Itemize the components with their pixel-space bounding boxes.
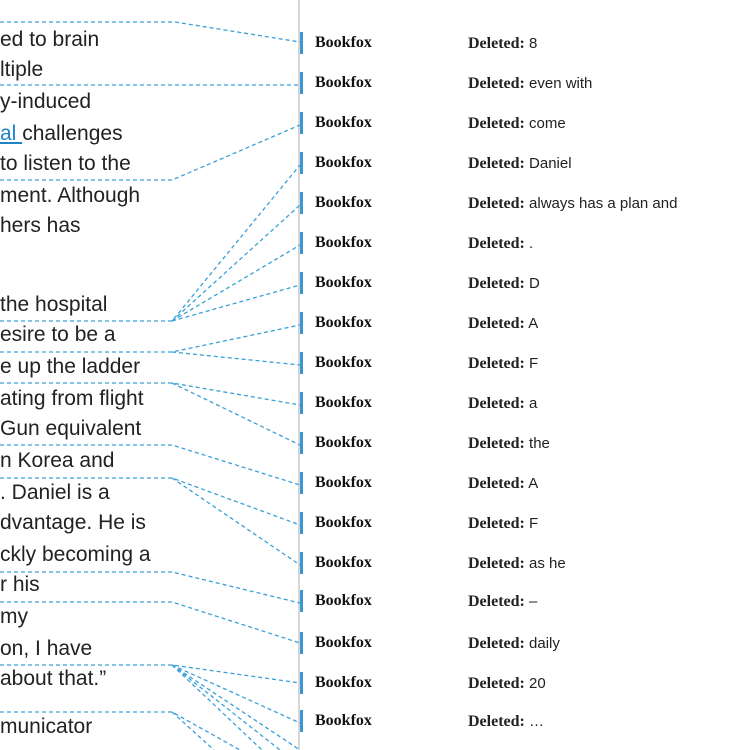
- document-line[interactable]: ment. Although: [0, 184, 141, 207]
- revision-change: Deleted: come: [468, 115, 566, 132]
- revision-author: Bookfox: [315, 394, 372, 411]
- document-line[interactable]: dvantage. He is: [0, 511, 146, 534]
- document-line[interactable]: y-induced: [0, 90, 92, 113]
- balloon-accent-bar: [300, 512, 303, 534]
- revision-balloon[interactable]: Bookfox Deleted: –: [300, 590, 754, 612]
- balloon-accent-bar: [300, 152, 303, 174]
- revision-author: Bookfox: [315, 554, 372, 571]
- revision-balloon[interactable]: Bookfox Deleted: come: [300, 112, 754, 134]
- revision-author: Bookfox: [315, 674, 372, 691]
- revision-author: Bookfox: [315, 514, 372, 531]
- revision-author: Bookfox: [315, 712, 372, 729]
- document-line[interactable]: the hospital: [0, 293, 108, 316]
- balloon-accent-bar: [300, 112, 303, 134]
- revision-author: Bookfox: [315, 274, 372, 291]
- revision-author: Bookfox: [315, 194, 372, 211]
- revision-change: Deleted: A: [468, 475, 539, 492]
- balloon-accent-bar: [300, 232, 303, 254]
- balloon-accent-bar: [300, 472, 303, 494]
- revision-balloon[interactable]: Bookfox Deleted: .: [300, 232, 754, 254]
- revision-change: Deleted: even with: [468, 75, 593, 92]
- document-line[interactable]: [0, 263, 300, 289]
- revision-change: Deleted: F: [468, 515, 539, 532]
- revision-change: Deleted: A: [468, 315, 539, 332]
- revision-balloon[interactable]: Bookfox Deleted: as he: [300, 552, 754, 574]
- revision-balloon[interactable]: Bookfox Deleted: A: [300, 312, 754, 334]
- revision-change: Deleted: …: [468, 713, 545, 730]
- balloon-accent-bar: [300, 272, 303, 294]
- revision-change: Deleted: daily: [468, 635, 560, 652]
- revision-author: Bookfox: [315, 354, 372, 371]
- revision-change: Deleted: .: [468, 235, 534, 252]
- document-line[interactable]: . Daniel is a: [0, 481, 110, 504]
- document-line[interactable]: e up the ladder: [0, 355, 141, 378]
- revision-change: Deleted: always has a plan and: [468, 195, 678, 212]
- revision-balloon[interactable]: Bookfox Deleted: Daniel: [300, 152, 754, 174]
- balloon-accent-bar: [300, 312, 303, 334]
- revision-change: Deleted: 8: [468, 35, 538, 52]
- revision-author: Bookfox: [315, 474, 372, 491]
- revision-change: Deleted: a: [468, 395, 538, 412]
- revision-balloon[interactable]: Bookfox Deleted: 20: [300, 672, 754, 694]
- document-line[interactable]: n Korea and: [0, 449, 115, 472]
- revision-balloon[interactable]: Bookfox Deleted: daily: [300, 632, 754, 654]
- document-line[interactable]: Gun equivalent: [0, 417, 142, 440]
- balloon-accent-bar: [300, 432, 303, 454]
- document-line[interactable]: hers has: [0, 214, 81, 237]
- balloon-accent-bar: [300, 552, 303, 574]
- balloon-accent-bar: [300, 72, 303, 94]
- balloon-accent-bar: [300, 672, 303, 694]
- revision-balloon[interactable]: Bookfox Deleted: A: [300, 472, 754, 494]
- inserted-text[interactable]: al: [0, 122, 23, 145]
- revision-balloon[interactable]: Bookfox Deleted: a: [300, 392, 754, 414]
- revision-change: Deleted: F: [468, 355, 539, 372]
- revision-author: Bookfox: [315, 114, 372, 131]
- balloon-accent-bar: [300, 710, 303, 732]
- page-edge-divider: [298, 0, 300, 750]
- document-line[interactable]: to listen to the: [0, 152, 131, 175]
- revision-author: Bookfox: [315, 634, 372, 651]
- balloon-accent-bar: [300, 392, 303, 414]
- balloon-accent-bar: [300, 32, 303, 54]
- document-line[interactable]: ating from flight: [0, 387, 144, 410]
- revision-change: Deleted: –: [468, 593, 538, 610]
- revision-author: Bookfox: [315, 434, 372, 451]
- balloon-accent-bar: [300, 192, 303, 214]
- revision-balloon[interactable]: Bookfox Deleted: even with: [300, 72, 754, 94]
- revision-change: Deleted: as he: [468, 555, 566, 572]
- document-line[interactable]: my: [0, 605, 28, 628]
- revision-balloon[interactable]: Bookfox Deleted: the: [300, 432, 754, 454]
- document-line[interactable]: esire to be a: [0, 323, 116, 346]
- balloon-accent-bar: [300, 352, 303, 374]
- revision-change: Deleted: the: [468, 435, 550, 452]
- revision-balloon[interactable]: Bookfox Deleted: F: [300, 352, 754, 374]
- document-line[interactable]: ckly becoming a: [0, 543, 151, 566]
- document-line[interactable]: on, I have: [0, 637, 93, 660]
- balloon-accent-bar: [300, 590, 303, 612]
- revision-balloon[interactable]: Bookfox Deleted: D: [300, 272, 754, 294]
- revision-change: Deleted: Daniel: [468, 155, 572, 172]
- revision-author: Bookfox: [315, 314, 372, 331]
- revision-author: Bookfox: [315, 234, 372, 251]
- revision-author: Bookfox: [315, 74, 372, 91]
- revision-balloon[interactable]: Bookfox Deleted: 8: [300, 32, 754, 54]
- revision-author: Bookfox: [315, 154, 372, 171]
- revision-balloon[interactable]: Bookfox Deleted: always has a plan and: [300, 192, 754, 214]
- document-line[interactable]: ed to brain: [0, 28, 100, 51]
- document-page[interactable]: ed to brain ltiple y-induced al challeng…: [0, 0, 300, 750]
- revision-author: Bookfox: [315, 34, 372, 51]
- revision-change: Deleted: 20: [468, 675, 546, 692]
- document-line[interactable]: [0, 688, 300, 714]
- revision-author: Bookfox: [315, 592, 372, 609]
- document-line[interactable]: municator: [0, 715, 93, 738]
- document-line[interactable]: ltiple: [0, 58, 44, 81]
- document-line[interactable]: r his: [0, 573, 40, 596]
- revision-balloon[interactable]: Bookfox Deleted: …: [300, 710, 754, 732]
- revision-change: Deleted: D: [468, 275, 540, 292]
- document-line[interactable]: al challenges: [0, 122, 123, 145]
- revision-balloon[interactable]: Bookfox Deleted: F: [300, 512, 754, 534]
- balloon-accent-bar: [300, 632, 303, 654]
